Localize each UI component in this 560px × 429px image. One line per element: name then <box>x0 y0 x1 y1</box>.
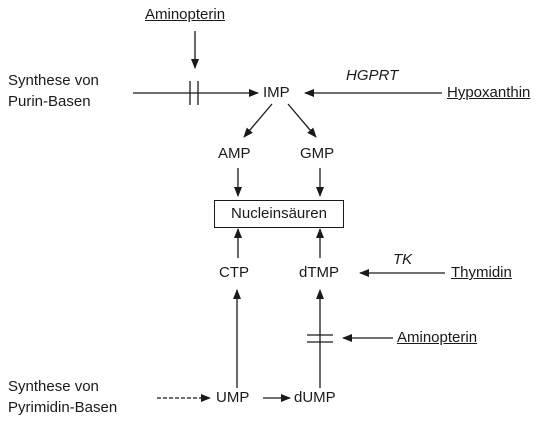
label-aminopterin-top: Aminopterin <box>145 6 226 23</box>
arrow-imp-to-amp <box>243 103 273 138</box>
label-synthese-purin-2: Purin-Basen <box>8 93 91 110</box>
label-thymidin: Thymidin <box>451 264 512 281</box>
label-synthese-pyrimidin-2: Pyrimidin-Basen <box>8 399 118 416</box>
box-nucleinsaeuren: Nucleinsäuren <box>214 200 344 228</box>
node-dtmp: dTMP <box>299 264 340 281</box>
node-gmp: GMP <box>300 145 335 162</box>
node-ctp: CTP <box>219 264 249 281</box>
enzyme-hgprt: HGPRT <box>346 67 399 84</box>
label-synthese-pyrimidin-1: Synthese von <box>8 378 99 395</box>
label-aminopterin-bottom: Aminopterin <box>397 329 478 346</box>
enzyme-tk: TK <box>393 251 413 268</box>
label-hypoxanthin: Hypoxanthin <box>447 84 531 101</box>
node-imp: IMP <box>263 84 290 101</box>
arrow-imp-to-gmp <box>287 103 317 138</box>
node-amp: AMP <box>218 145 251 162</box>
node-ump: UMP <box>216 389 250 406</box>
node-dump: dUMP <box>294 389 336 406</box>
label-synthese-purin-1: Synthese von <box>8 72 99 89</box>
